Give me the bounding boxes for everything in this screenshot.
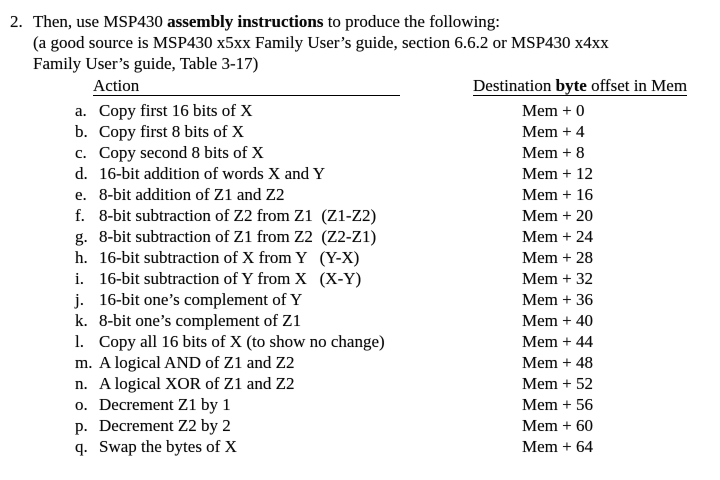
intro-line-1: Then, use MSP430 assembly instructions t… [33, 11, 693, 32]
row-destination-offset: Mem + 24 [522, 227, 593, 246]
row-destination-offset: Mem + 20 [522, 206, 593, 225]
row-action-label: 8-bit subtraction of Z2 from Z1 (Z1-Z2) [99, 206, 377, 225]
table-row: o. Decrement Z1 by 1 Mem + 56 [0, 394, 720, 415]
table-row: l. Copy all 16 bits of X (to show no cha… [0, 331, 720, 352]
table-row: k. 8-bit one’s complement of Z1 Mem + 40 [0, 310, 720, 331]
dest-header-bold: byte [555, 76, 587, 95]
row-letter: i. [75, 269, 84, 288]
row-destination-offset: Mem + 48 [522, 353, 593, 372]
intro-line-2: (a good source is MSP430 x5xx Family Use… [33, 33, 609, 52]
row-letter: h. [75, 248, 88, 267]
table-row: e. 8-bit addition of Z1 and Z2 Mem + 16 [0, 184, 720, 205]
intro-line-1-bold: assembly instructions [167, 12, 324, 31]
row-letter: l. [75, 332, 84, 351]
row-destination-offset: Mem + 60 [522, 416, 593, 435]
table-row: m. A logical AND of Z1 and Z2 Mem + 48 [0, 352, 720, 373]
row-letter: g. [75, 227, 88, 246]
table-row: d. 16-bit addition of words X and Y Mem … [0, 163, 720, 184]
row-action-label: 16-bit addition of words X and Y [99, 164, 326, 183]
intro-line-1-prefix: Then, use MSP430 [33, 12, 168, 31]
row-action-label: 16-bit one’s complement of Y [99, 290, 303, 309]
row-destination-offset: Mem + 36 [522, 290, 593, 309]
table-row: c. Copy second 8 bits of X Mem + 8 [0, 142, 720, 163]
row-destination-offset: Mem + 28 [522, 248, 593, 267]
row-letter: e. [75, 185, 87, 204]
column-header-destination: Destination byte offset in Mem [473, 76, 688, 96]
row-letter: q. [75, 437, 88, 456]
row-destination-offset: Mem + 0 [522, 101, 585, 120]
row-action-label: Copy first 16 bits of X [99, 101, 253, 120]
row-letter: k. [75, 311, 88, 330]
row-action-label: 16-bit subtraction of X from Y (Y-X) [99, 248, 360, 267]
row-action-label: 8-bit one’s complement of Z1 [99, 311, 302, 330]
row-action-label: A logical XOR of Z1 and Z2 [99, 374, 295, 393]
row-action-label: A logical AND of Z1 and Z2 [99, 353, 295, 372]
row-letter: c. [75, 143, 87, 162]
row-action-label: Copy first 8 bits of X [99, 122, 244, 141]
table-row: f. 8-bit subtraction of Z2 from Z1 (Z1-Z… [0, 205, 720, 226]
row-action-label: Copy all 16 bits of X (to show no change… [99, 332, 385, 351]
row-letter: m. [75, 353, 93, 372]
list-item-number: 2. [10, 12, 23, 31]
intro-line-3: Family User’s guide, Table 3-17) [33, 54, 259, 73]
table-row: h. 16-bit subtraction of X from Y (Y-X) … [0, 247, 720, 268]
row-action-label: Decrement Z1 by 1 [99, 395, 231, 414]
row-letter: f. [75, 206, 85, 225]
row-destination-offset: Mem + 44 [522, 332, 593, 351]
dest-header-suffix: offset in Mem [586, 76, 688, 95]
row-action-label: Copy second 8 bits of X [99, 143, 264, 162]
row-destination-offset: Mem + 8 [522, 143, 585, 162]
row-letter: p. [75, 416, 88, 435]
table-row: i. 16-bit subtraction of Y from X (X-Y) … [0, 268, 720, 289]
row-action-label: 16-bit subtraction of Y from X (X-Y) [99, 269, 362, 288]
row-letter: n. [75, 374, 88, 393]
row-destination-offset: Mem + 40 [522, 311, 593, 330]
column-header-action: Action [93, 76, 400, 96]
row-action-label: Swap the bytes of X [99, 437, 237, 456]
row-letter: a. [75, 101, 87, 120]
table-row: n. A logical XOR of Z1 and Z2 Mem + 52 [0, 373, 720, 394]
table-row: q. Swap the bytes of X Mem + 64 [0, 436, 720, 457]
table-row: j. 16-bit one’s complement of Y Mem + 36 [0, 289, 720, 310]
row-action-label: 8-bit addition of Z1 and Z2 [99, 185, 285, 204]
row-destination-offset: Mem + 64 [522, 437, 593, 456]
row-letter: j. [75, 290, 84, 309]
row-destination-offset: Mem + 56 [522, 395, 593, 414]
row-letter: d. [75, 164, 88, 183]
action-table: a. Copy first 16 bits of X Mem + 0 b. Co… [0, 100, 720, 457]
intro-paragraph: Then, use MSP430 assembly instructions t… [33, 11, 693, 74]
dest-header-prefix: Destination [473, 76, 556, 95]
intro-line-1-suffix: to produce the following: [323, 12, 501, 31]
row-destination-offset: Mem + 4 [522, 122, 585, 141]
row-action-label: Decrement Z2 by 2 [99, 416, 231, 435]
row-destination-offset: Mem + 32 [522, 269, 593, 288]
row-letter: b. [75, 122, 88, 141]
table-row: g. 8-bit subtraction of Z1 from Z2 (Z2-Z… [0, 226, 720, 247]
table-row: a. Copy first 16 bits of X Mem + 0 [0, 100, 720, 121]
row-destination-offset: Mem + 12 [522, 164, 593, 183]
row-letter: o. [75, 395, 88, 414]
row-action-label: 8-bit subtraction of Z1 from Z2 (Z2-Z1) [99, 227, 377, 246]
row-destination-offset: Mem + 16 [522, 185, 593, 204]
row-destination-offset: Mem + 52 [522, 374, 593, 393]
table-row: p. Decrement Z2 by 2 Mem + 60 [0, 415, 720, 436]
table-row: b. Copy first 8 bits of X Mem + 4 [0, 121, 720, 142]
